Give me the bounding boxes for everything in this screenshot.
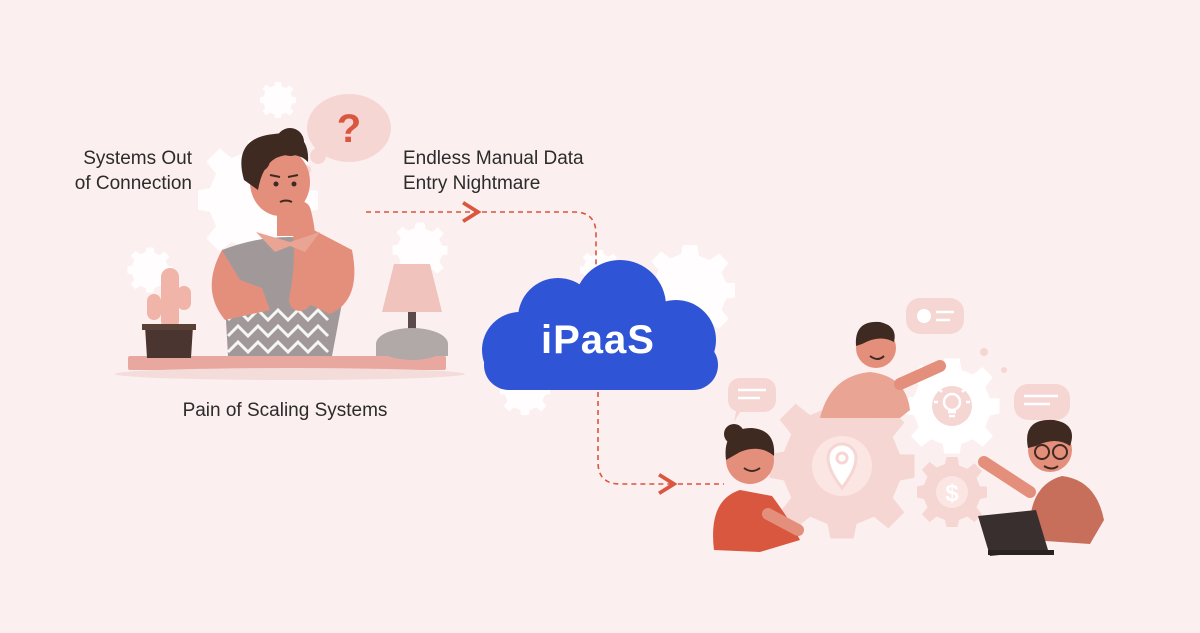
label-line: Systems Out [83,148,192,169]
ipaas-cloud [482,260,718,390]
chat-bubble-icon [1014,384,1070,420]
lightbulb-icon [934,382,970,418]
ipaas-label: iPaaS [541,318,655,362]
location-pin-icon [826,442,858,491]
chat-bubble-icon [906,298,964,334]
chat-bubble-icon [728,378,776,422]
connector-arrows [366,201,724,495]
label-line: Entry Nightmare [403,173,541,194]
pointing-man-character [820,321,946,418]
glasses-man-character [978,419,1104,544]
label-line: of Connection [74,173,192,194]
question-icon: ? [337,107,361,151]
scaling-pain-label: Pain of Scaling Systems [182,400,388,421]
decor-dot [980,348,988,356]
thinking-man [211,128,355,356]
decor-dot [1001,367,1007,373]
laptop-icon [978,510,1054,556]
desk [115,356,465,380]
manual-data-entry-label: Endless Manual Data Entry Nightmare [403,146,643,196]
dollar-icon: $ [945,480,959,507]
cactus-icon [142,268,196,358]
woman-character [713,424,804,552]
label-line: Endless Manual Data [403,148,584,169]
thought-bubble: ? [301,94,391,175]
lamp-icon [376,264,448,360]
systems-out-of-connection-label: Systems Out of Connection [40,146,192,196]
